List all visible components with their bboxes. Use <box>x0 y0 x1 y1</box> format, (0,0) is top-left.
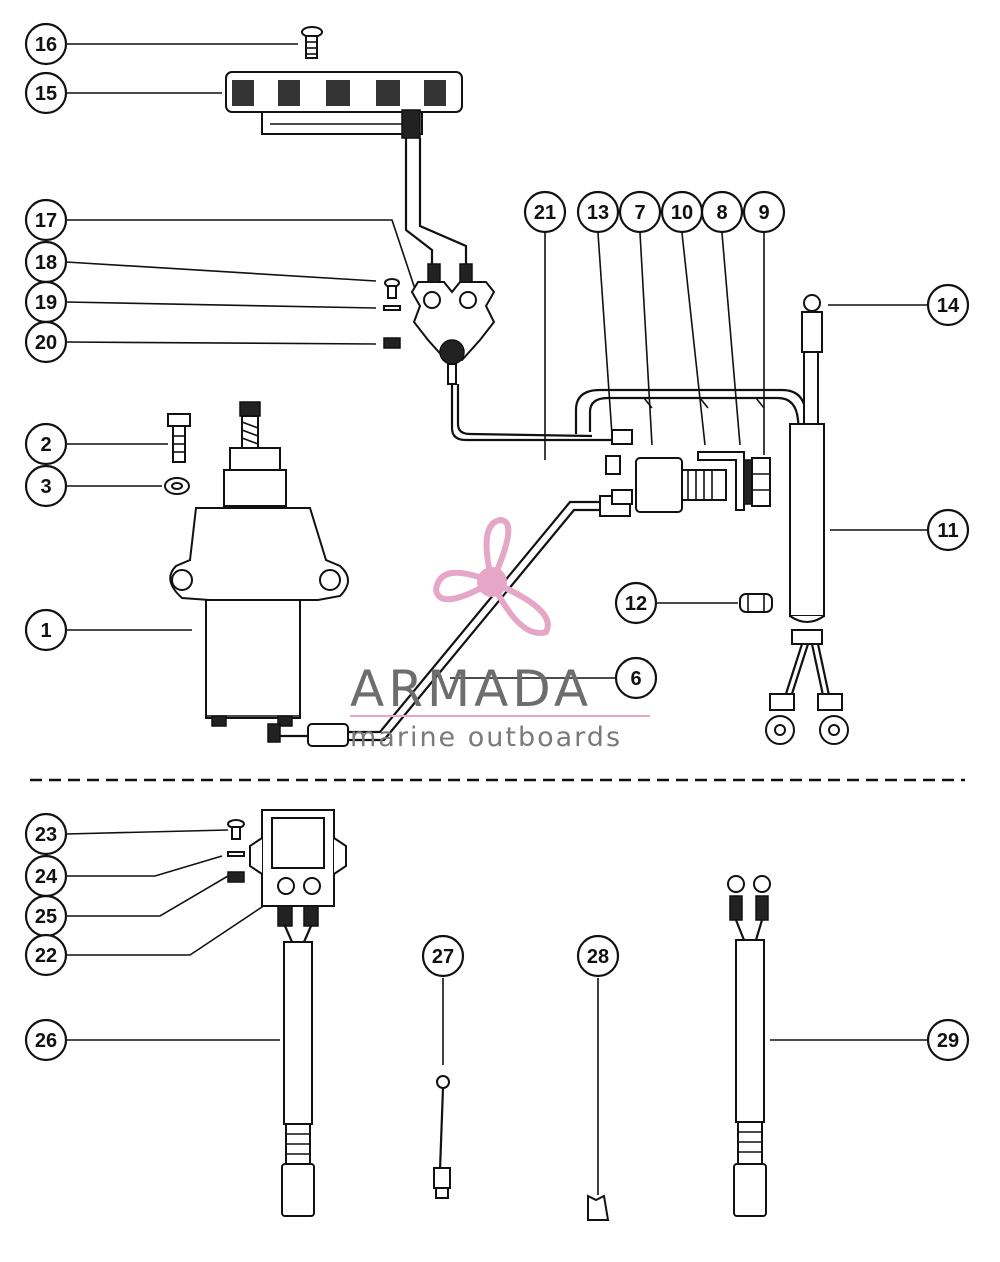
svg-text:25: 25 <box>35 906 57 928</box>
svg-text:3: 3 <box>40 476 51 498</box>
svg-text:17: 17 <box>35 210 57 232</box>
nut-part-9 <box>751 457 771 507</box>
switch-part-7 <box>611 429 727 513</box>
screw-part-16 <box>301 26 323 59</box>
svg-text:22: 22 <box>35 945 57 967</box>
svg-text:6: 6 <box>630 668 641 690</box>
svg-text:13: 13 <box>587 202 609 224</box>
callout-21: 21 <box>523 190 567 234</box>
lead-part-27 <box>433 1075 451 1199</box>
svg-text:14: 14 <box>937 295 960 317</box>
armada-watermark: ARMADA marine outboards <box>350 516 650 753</box>
svg-text:23: 23 <box>35 824 57 846</box>
callout-26: 26 <box>24 1018 68 1062</box>
callout-7: 7 <box>618 190 662 234</box>
lockwasher-part-3 <box>164 477 190 495</box>
wire-part-21 <box>450 384 612 442</box>
svg-text:19: 19 <box>35 292 57 314</box>
loop-wire <box>588 396 802 441</box>
callout-3: 3 <box>24 464 68 508</box>
svg-text:15: 15 <box>35 83 57 105</box>
brand-name: ARMADA <box>350 660 592 718</box>
callout-11: 11 <box>926 508 970 552</box>
svg-text:18: 18 <box>35 252 57 274</box>
nut-part-20 <box>383 337 401 349</box>
svg-text:10: 10 <box>671 202 693 224</box>
svg-text:21: 21 <box>534 202 556 224</box>
svg-text:8: 8 <box>716 202 727 224</box>
bolt-part-2 <box>167 413 191 463</box>
washer-part-8 <box>743 459 753 505</box>
callout-18: 18 <box>24 240 68 284</box>
harness-part-26 <box>281 941 315 1217</box>
leader-lines <box>65 43 928 1195</box>
callout-15: 15 <box>24 71 68 115</box>
cable-sleeve-part-11 <box>765 423 849 745</box>
callout-22: 22 <box>24 933 68 977</box>
terminal-part-13 <box>605 455 621 475</box>
bracket-part-10 <box>697 451 745 511</box>
clip-part-12 <box>739 593 773 613</box>
svg-text:16: 16 <box>35 34 57 56</box>
callout-14: 14 <box>926 283 970 327</box>
svg-text:24: 24 <box>35 866 58 888</box>
callout-13: 13 <box>576 190 620 234</box>
callout-23: 23 <box>24 812 68 856</box>
clamp-part-14 <box>801 294 823 427</box>
callout-28: 28 <box>576 934 620 978</box>
svg-text:26: 26 <box>35 1030 57 1052</box>
callout-6: 6 <box>614 656 658 700</box>
svg-text:11: 11 <box>937 520 958 542</box>
bracket-part-17 <box>410 263 496 385</box>
svg-text:20: 20 <box>35 332 57 354</box>
starter-motor-part-1 <box>169 401 349 743</box>
callout-16: 16 <box>24 22 68 66</box>
callout-12: 12 <box>614 581 658 625</box>
rectifier-part-22 <box>249 809 347 943</box>
callout-29: 29 <box>926 1018 970 1062</box>
callout-10: 10 <box>660 190 704 234</box>
nut-part-25 <box>227 871 245 883</box>
callout-2: 2 <box>24 422 68 466</box>
screw-part-23 <box>227 819 245 840</box>
boot-part-28 <box>587 1194 610 1221</box>
svg-text:9: 9 <box>758 202 769 224</box>
harness-part-29 <box>727 875 771 1217</box>
callout-25: 25 <box>24 894 68 938</box>
svg-text:7: 7 <box>634 202 645 224</box>
svg-text:12: 12 <box>625 593 647 615</box>
callout-20: 20 <box>24 320 68 364</box>
callout-24: 24 <box>24 854 68 898</box>
svg-text:2: 2 <box>40 434 51 456</box>
svg-text:28: 28 <box>587 946 609 968</box>
svg-text:1: 1 <box>40 620 51 642</box>
wire-part-21-b <box>456 384 593 438</box>
svg-text:29: 29 <box>937 1030 959 1052</box>
propeller-logo <box>432 516 551 636</box>
screw-part-18 <box>384 278 400 299</box>
callout-27: 27 <box>421 934 465 978</box>
harness-wire-15-17 <box>404 138 468 265</box>
callout-19: 19 <box>24 280 68 324</box>
washer-part-24 <box>227 851 245 857</box>
callout-9: 9 <box>742 190 786 234</box>
callout-17: 17 <box>24 198 68 242</box>
terminal-block-part-15 <box>225 71 463 139</box>
callout-8: 8 <box>700 190 744 234</box>
loop-wire-dashes <box>643 397 765 409</box>
svg-text:27: 27 <box>432 946 454 968</box>
washer-part-19 <box>383 305 401 311</box>
brand-tagline: marine outboards <box>350 722 622 753</box>
callout-1: 1 <box>24 608 68 652</box>
